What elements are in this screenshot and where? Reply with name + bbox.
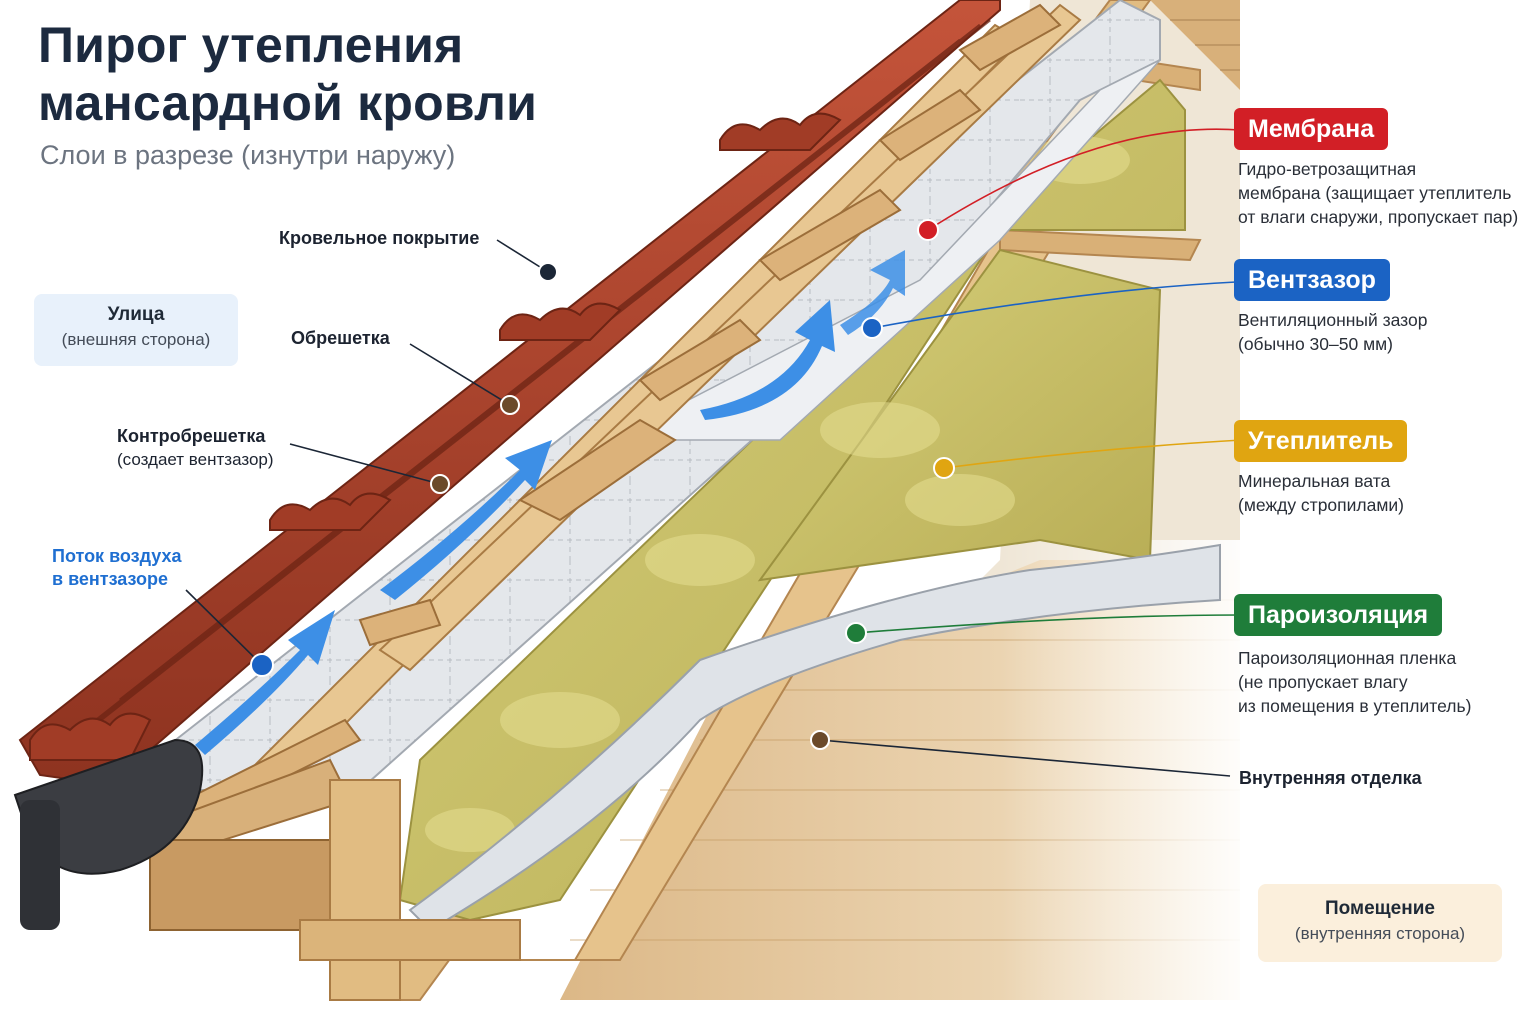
vent-gap-marker [861,317,883,339]
vapor-leader [855,614,1241,634]
street-zone-subtitle: (внешняя сторона) [61,330,211,349]
vent-gap-leader [871,281,1237,329]
lathing-marker [500,395,520,415]
counter-battens-note: (создает вентзазор) [117,450,274,469]
counter-leader [289,443,441,485]
counter-battens-label: Контробрешетка (создает вентзазор) [117,425,274,471]
membrane-marker [917,219,939,241]
page-subtitle: Слои в разрезе (изнутри наружу) [40,140,456,170]
page-title: Пирог утепления мансардной кровли [38,17,538,131]
roofing-leader [496,239,549,273]
lathing-battens [183,3,1062,822]
insulation-leader [943,439,1243,469]
membrane-badge: Мембрана [1234,108,1389,150]
vapor-barrier-badge: Пароизоляция [1234,594,1443,636]
callout-lines [185,128,1243,777]
callout-markers [250,219,955,750]
insulation-badge: Утеплитель [1234,420,1408,462]
insulation-marker [933,457,955,479]
lathing-leader [409,343,511,406]
counter-marker [430,474,450,494]
membrane-description: Гидро-ветрозащитная мембрана (защищает у… [1238,159,1519,227]
lathing-label: Обрешетка [291,328,390,348]
vapor-barrier-description: Пароизоляционная пленка (не пропускает в… [1238,648,1472,716]
roofing-label: Кровельное покрытие [279,228,480,248]
room-zone-subtitle: (внутренняя сторона) [1294,924,1466,943]
airflow-label: Поток воздуха в вентзазоре [52,545,182,591]
interior-leader [819,739,1231,777]
counter-battens-title: Контробрешетка [117,426,266,446]
street-zone-box: Улица (внешняя сторона) [34,294,238,366]
roofing-marker [538,262,558,282]
interior-marker [810,730,830,750]
air-flow-arrows [195,250,905,755]
vent-gap-badge: Вентзазор [1234,259,1390,301]
eave-and-gutter [13,738,521,1001]
insulation-description: Минеральная вата (между стропилами) [1238,471,1404,515]
airflow-leader [185,589,263,666]
airflow-label-line1: Поток воздуха [52,546,182,566]
airflow-label-line2: в вентзазоре [52,569,169,589]
vapor-barrier-film [408,543,1221,932]
interior-finish-label: Внутренняя отделка [1239,768,1422,788]
vapor-marker [845,622,867,644]
room-zone-title: Помещение [1325,898,1435,919]
vent-gap-description: Вентиляционный зазор (обычно 30–50 мм) [1238,310,1428,354]
membrane-leader [927,128,1241,231]
room-zone-box: Помещение (внутренняя сторона) [1258,884,1502,962]
roof-tiles [18,0,1001,787]
airflow-marker [250,653,274,677]
street-zone-title: Улица [107,304,165,325]
insulation-wool [398,78,1186,922]
